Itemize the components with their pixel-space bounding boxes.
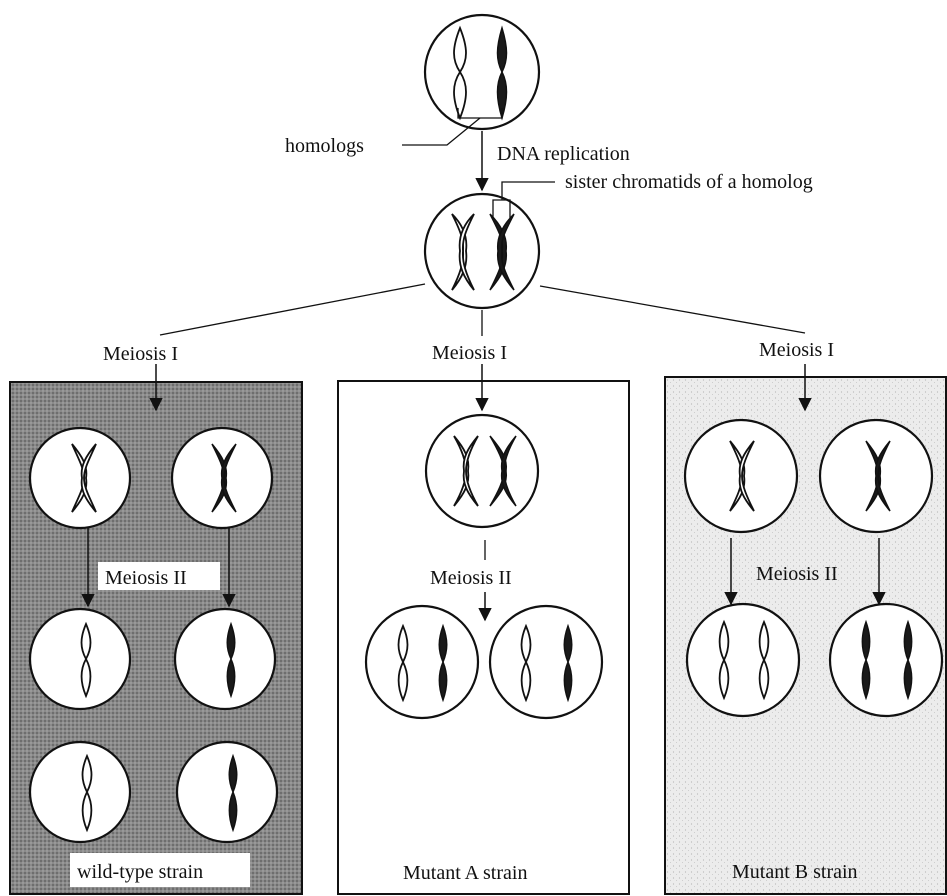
wt-product-white-1 <box>80 621 92 699</box>
wt-black-dyad <box>211 443 237 513</box>
mutant-a-panel: Meiosis II Mutant A strain <box>337 364 630 895</box>
mutant-b-product-1-white-b <box>758 619 770 701</box>
wt-product-white-2 <box>81 753 93 833</box>
mutant-a-white-dyad <box>453 435 479 507</box>
homologs-label: homologs <box>285 135 364 157</box>
meiosis-2-label-wild-type: Meiosis II <box>105 567 187 589</box>
mutant-b-strain-label: Mutant B strain <box>732 861 858 883</box>
white-replicated-homolog <box>451 213 475 291</box>
mutant-b-white-dyad <box>729 440 755 512</box>
mutant-b-panel: Meiosis II Mutant B strain <box>664 364 947 895</box>
mutant-a-product-1-white <box>397 623 409 703</box>
mutant-a-product-1-black <box>438 623 448 703</box>
mutant-a-strain-label: Mutant A strain <box>403 862 527 884</box>
meiosis-1-label-mutant-b: Meiosis I <box>759 339 834 361</box>
wt-product-black-2 <box>228 753 238 833</box>
branch-line-right <box>539 285 806 334</box>
mutant-a-product-2-white <box>520 623 532 703</box>
black-replicated-homolog <box>489 213 515 291</box>
wt-white-dyad <box>71 443 97 513</box>
wild-type-strain-label: wild-type strain <box>77 861 203 883</box>
meiosis-2-label-mutant-a: Meiosis II <box>430 567 512 589</box>
sister-chromatids-leader <box>492 181 555 218</box>
top-cell <box>423 13 541 131</box>
mutant-b-black-dyad <box>865 440 891 512</box>
mutant-a-black-dyad <box>489 435 517 507</box>
replicated-cell <box>423 192 541 310</box>
sister-chromatids-label: sister chromatids of a homolog <box>565 171 813 193</box>
mutant-b-product-1-white-a <box>718 619 730 701</box>
meiosis-1-label-wild-type: Meiosis I <box>103 343 178 365</box>
mutant-a-product-2-black <box>563 623 573 703</box>
branch-line-left <box>159 283 426 336</box>
dna-replication-label: DNA replication <box>497 143 630 165</box>
homologs-leader <box>402 108 503 146</box>
mutant-b-product-2-black-a <box>861 619 871 701</box>
meiosis-1-label-mutant-a: Meiosis I <box>432 342 507 364</box>
wild-type-panel: Meiosis II wild-type strain <box>9 364 303 895</box>
meiosis-2-label-mutant-b: Meiosis II <box>756 563 838 585</box>
wt-product-black-1 <box>226 621 236 699</box>
mutant-b-product-2-black-b <box>903 619 913 701</box>
